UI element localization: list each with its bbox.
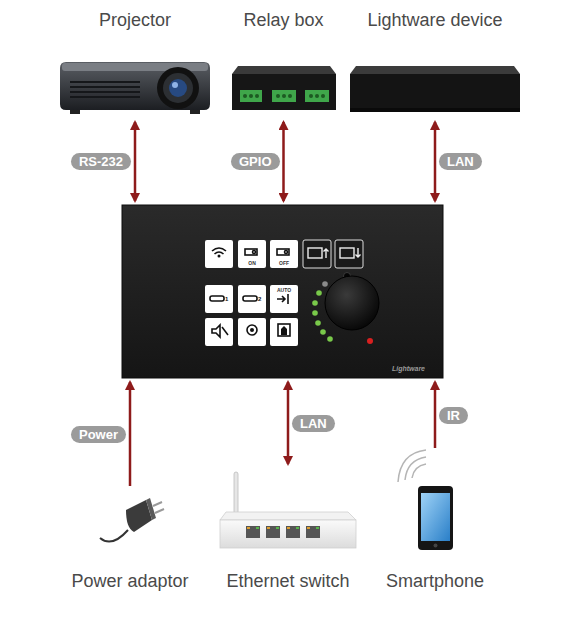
- connection-label: IR: [439, 407, 468, 424]
- button-label: AUTO: [277, 287, 291, 293]
- device-caption: Relay box: [225, 10, 342, 31]
- smartphone-node: Smartphone: [380, 452, 490, 592]
- button-label: ON: [248, 260, 256, 266]
- button-label: OFF: [279, 260, 289, 266]
- brand-logo: Lightware: [392, 365, 425, 372]
- svg-text:2: 2: [258, 296, 262, 302]
- device-caption: Ethernet switch: [212, 571, 364, 592]
- relay-box-illustration: [232, 66, 336, 110]
- power-adaptor-node: Power adaptor: [60, 490, 200, 592]
- connection-label: Power: [71, 426, 126, 443]
- signal-arrow: [282, 122, 285, 201]
- signal-arrow: [434, 122, 437, 201]
- projector-illustration: [60, 62, 210, 114]
- connection-label: GPIO: [231, 153, 280, 170]
- smartphone-illustration: [398, 450, 453, 550]
- power-adaptor-illustration: [100, 498, 164, 542]
- device-caption: Projector: [60, 10, 210, 31]
- ethernet-switch-node: Ethernet switch: [212, 468, 364, 592]
- device-caption: Smartphone: [380, 571, 490, 592]
- device-caption: Lightware device: [348, 10, 522, 31]
- signal-arrow: [434, 382, 437, 448]
- lightware-device-illustration: [350, 66, 520, 112]
- connection-label: LAN: [292, 415, 335, 432]
- control-panel-illustration: 1 2: [122, 205, 443, 378]
- connection-label: RS-232: [71, 153, 131, 170]
- relay-box-node: Relay box: [225, 10, 342, 118]
- signal-arrow: [287, 382, 290, 464]
- device-caption: Power adaptor: [60, 571, 200, 592]
- projector-node: Projector: [60, 10, 210, 118]
- signal-arrow: [134, 122, 137, 201]
- svg-text:1: 1: [225, 296, 229, 302]
- ethernet-switch-illustration: [220, 472, 356, 548]
- lightware-device-node: Lightware device: [348, 10, 522, 118]
- signal-arrow: [129, 382, 132, 486]
- connection-label: LAN: [439, 153, 482, 170]
